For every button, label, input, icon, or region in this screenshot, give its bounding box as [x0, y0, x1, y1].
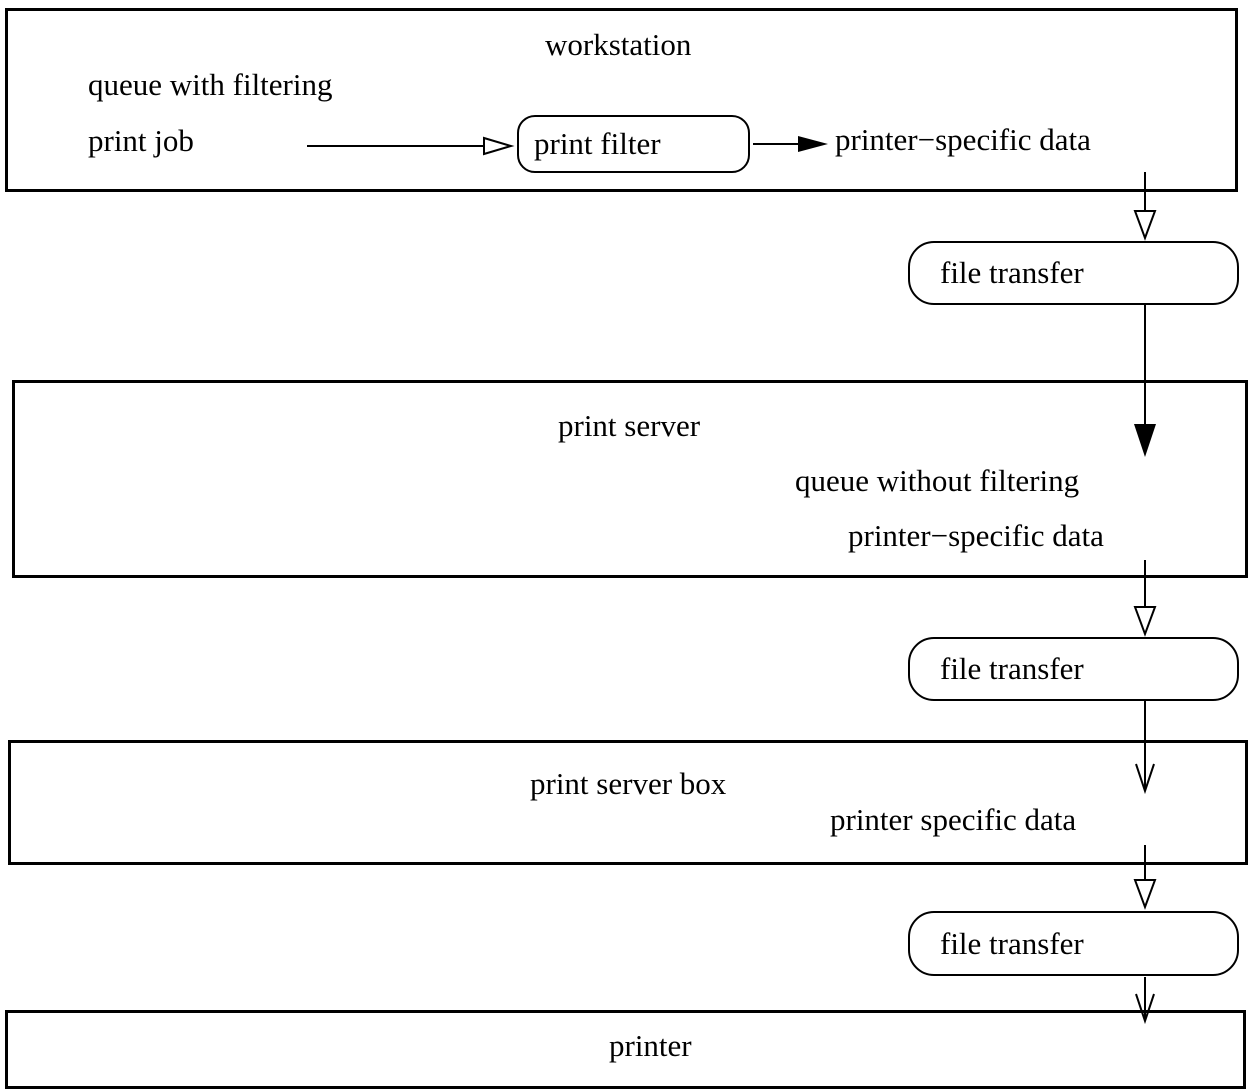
print-server-box: print server queue without filtering pri… [12, 380, 1248, 578]
print-filter-node: print filter [517, 115, 750, 173]
queue-without-filtering-label: queue without filtering [795, 463, 1080, 498]
file-transfer-label-2: file transfer [940, 651, 1084, 686]
file-transfer-node-1: file transfer [908, 241, 1239, 305]
printer-specific-data-label-2: printer−specific data [848, 518, 1104, 553]
file-transfer-node-2: file transfer [908, 637, 1239, 701]
printer-specific-data-label-3: printer specific data [830, 802, 1077, 837]
print-job-label: print job [88, 123, 194, 158]
hollow-down-arrowhead-icon [1133, 606, 1157, 637]
hollow-down-arrowhead-icon [1133, 210, 1157, 241]
print-server-title: print server [558, 408, 701, 443]
file-transfer-label-3: file transfer [940, 925, 1084, 961]
file-transfer-node-3: file transfer [908, 911, 1239, 976]
print-filter-label: print filter [534, 126, 661, 161]
printer-box: printer [5, 1010, 1246, 1089]
workstation-box: workstation queue with filtering print j… [5, 8, 1238, 192]
queue-with-filtering-label: queue with filtering [88, 67, 333, 102]
file-transfer-label-1: file transfer [940, 255, 1084, 290]
workstation-title: workstation [545, 27, 692, 62]
printer-specific-data-label-1: printer−specific data [835, 122, 1091, 157]
print-server-box-title: print server box [530, 766, 727, 801]
hollow-down-arrowhead-icon [1133, 879, 1157, 910]
print-server-box-hw: print server box printer specific data [8, 740, 1248, 865]
printer-title: printer [609, 1028, 692, 1063]
